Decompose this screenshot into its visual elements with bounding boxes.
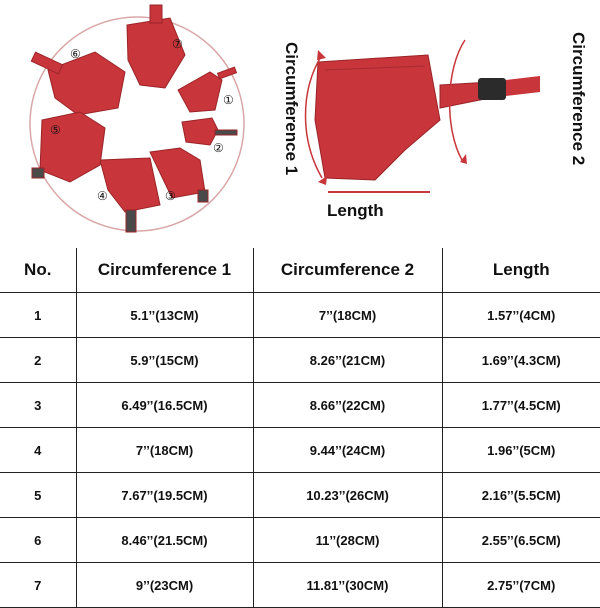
cell-circumference-1: 7.67’’(19.5CM) [75,472,254,518]
muzzle-clip-5 [31,167,45,179]
cell-circumference-2: 11’’(28CM) [252,517,443,563]
circumference-2-arc [448,39,466,161]
muzzle-clip-4 [125,209,137,233]
cell-circumference-2: 9.44’’(24CM) [252,427,443,473]
muzzle-size-4 [99,157,161,213]
cell-length: 2.55’’(6.5CM) [441,517,600,563]
muzzle-size-3 [149,147,206,199]
cell-no: 2 [0,337,77,383]
muzzle-clip-3 [197,189,209,203]
muzzle-strap-1 [216,66,238,80]
muzzle-size-7 [126,17,186,89]
cell-no: 1 [0,292,77,338]
cell-no: 7 [0,562,77,608]
table-row: 3 6.49’’(16.5CM) 8.66’’(22CM) 1.77’’(4.5… [0,382,600,428]
circumference-1-arc [304,54,323,179]
arc-1-arrow-bottom [318,176,327,185]
cell-no: 5 [0,472,77,518]
strap-end [506,76,540,96]
arc-2-arrow [460,154,467,164]
circumference-2-label: Circumference 2 [569,32,588,166]
length-label: Length [327,201,384,220]
header-circumference-2: Circumference 2 [252,248,443,293]
cell-length: 2.75’’(7CM) [441,562,600,608]
table-row: 1 5.1’’(13CM) 7’’(18CM) 1.57’’(4CM) [0,292,600,338]
cell-circumference-1: 8.46’’(21.5CM) [75,517,254,563]
cell-length: 1.57’’(4CM) [441,292,600,338]
cell-circumference-1: 5.9’’(15CM) [75,337,254,383]
cell-circumference-1: 7’’(18CM) [75,427,254,473]
marker-2: ② [213,141,224,155]
cell-circumference-2: 11.81’’(30CM) [252,562,443,608]
marker-3: ③ [165,189,176,203]
cell-no: 6 [0,517,77,563]
size-markers: ① ② ③ ④ ⑤ ⑥ ⑦ [50,37,234,203]
header-length: Length [441,248,600,293]
size-ring [29,16,245,232]
table-header-row: No. Circumference 1 Circumference 2 Leng… [0,248,600,293]
marker-5: ⑤ [50,123,61,137]
cell-length: 1.96’’(5CM) [441,427,600,473]
size-table: No. Circumference 1 Circumference 2 Leng… [0,248,600,608]
product-diagram: ① ② ③ ④ ⑤ ⑥ ⑦ Circumference 1 Circumfere… [0,0,600,248]
marker-7: ⑦ [172,37,183,51]
cell-no: 4 [0,427,77,473]
arc-1-arrow-top [317,50,326,60]
table-row: 7 9’’(23CM) 11.81’’(30CM) 2.75’’(7CM) [0,562,600,608]
cell-circumference-2: 8.26’’(21CM) [252,337,443,383]
muzzle-strap-6 [30,51,64,75]
cell-circumference-2: 10.23’’(26CM) [252,472,443,518]
muzzle-size-2 [181,117,219,146]
circumference-1-label: Circumference 1 [282,42,301,176]
cell-length: 1.77’’(4.5CM) [441,382,600,428]
muzzle-strap-7 [149,4,163,24]
cell-circumference-1: 9’’(23CM) [75,562,254,608]
cell-length: 1.69’’(4.3CM) [441,337,600,383]
cell-circumference-1: 6.49’’(16.5CM) [75,382,254,428]
marker-6: ⑥ [70,47,81,61]
muzzle-large [314,54,441,181]
muzzle-size-1 [177,71,223,113]
cell-circumference-2: 7’’(18CM) [252,292,443,338]
table-row: 4 7’’(18CM) 9.44’’(24CM) 1.96’’(5CM) [0,427,600,473]
table-row: 6 8.46’’(21.5CM) 11’’(28CM) 2.55’’(6.5CM… [0,517,600,563]
muzzle-clip-2 [214,129,238,136]
table-row: 5 7.67’’(19.5CM) 10.23’’(26CM) 2.16’’(5.… [0,472,600,518]
muzzle-size-6 [47,51,126,116]
marker-4: ④ [97,189,108,203]
cell-no: 3 [0,382,77,428]
cell-length: 2.16’’(5.5CM) [441,472,600,518]
header-no: No. [0,248,77,293]
buckle [478,78,506,100]
muzzle-seam [324,65,426,71]
table-row: 2 5.9’’(15CM) 8.26’’(21CM) 1.69’’(4.3CM) [0,337,600,383]
muzzle-set [30,4,238,233]
header-circumference-1: Circumference 1 [75,248,254,293]
muzzle-illustration: ① ② ③ ④ ⑤ ⑥ ⑦ [29,4,540,233]
marker-1: ① [223,93,234,107]
cell-circumference-1: 5.1’’(13CM) [75,292,254,338]
cell-circumference-2: 8.66’’(22CM) [252,382,443,428]
